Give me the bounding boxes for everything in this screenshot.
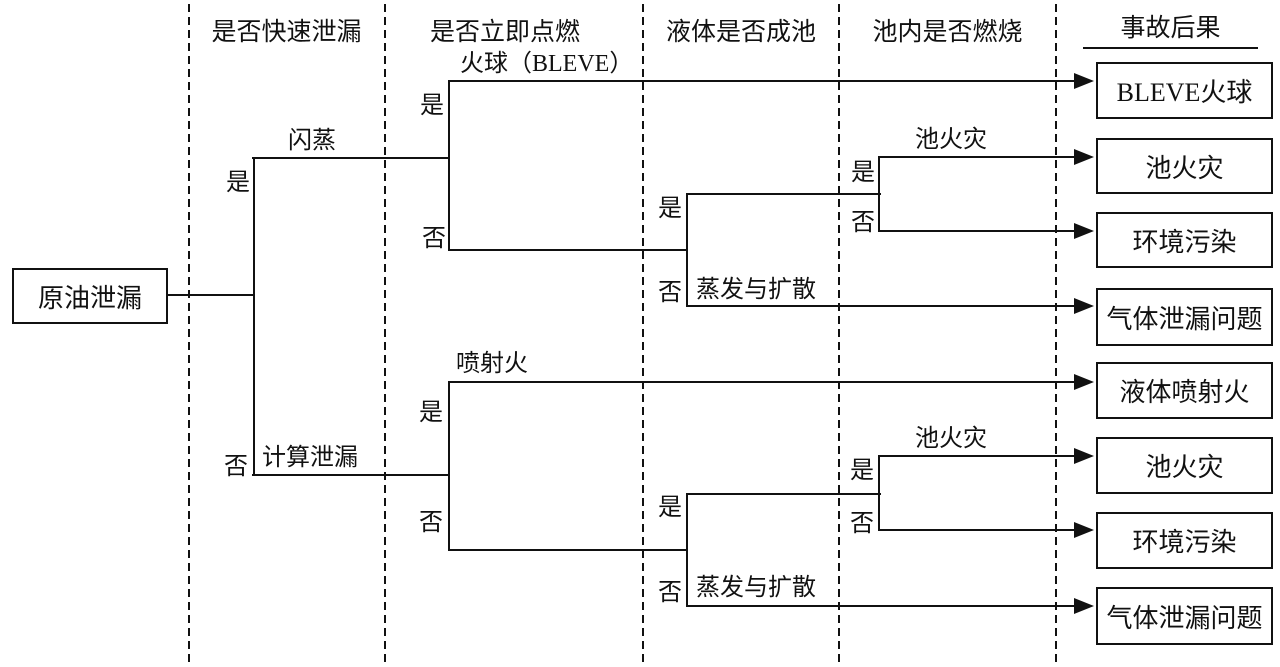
connector-lower-environment-arrow-line	[878, 529, 1078, 531]
outcome-box-bleve-fireball: BLEVE火球	[1096, 62, 1273, 119]
connector-lower-pool-yes	[686, 493, 881, 495]
no-label-lower-burn: 否	[850, 511, 874, 537]
connector-lower-evaporation-arrow-line	[686, 605, 1078, 607]
yes-label-lower-pool: 是	[658, 495, 682, 521]
yes-label-lower-ignite: 是	[419, 400, 443, 426]
connector-upper-evaporation-arrow-line	[686, 305, 1078, 307]
branch-lower-burn-vertical	[878, 455, 880, 531]
yes-label-lower-burn: 是	[850, 458, 874, 484]
outcome-box-gas-leak-upper: 气体泄漏问题	[1096, 288, 1273, 346]
outcome-box-environment-upper: 环境污染	[1096, 212, 1273, 268]
column-divider-3	[642, 4, 644, 663]
outcome-box-liquid-jet-fire: 液体喷射火	[1096, 362, 1273, 419]
connector-lower-ignite-no	[448, 549, 688, 551]
connector-upper-ignite-no	[448, 249, 688, 251]
no-label-upper-burn: 否	[851, 210, 875, 236]
arrowhead-lower-gasleak	[1074, 598, 1094, 614]
column-divider-4	[838, 4, 840, 663]
column-header-immediate-ignition: 是否立即点燃	[429, 19, 580, 46]
arrowhead-upper-gasleak	[1074, 298, 1094, 314]
branch-label-calculated-leak: 计算泄漏	[262, 445, 358, 471]
column-header-rapid-leak: 是否快速泄漏	[211, 19, 362, 46]
connector-upper-environment-arrow-line	[878, 230, 1078, 232]
branch-lower-ignite-vertical	[448, 381, 450, 551]
connector-bleve-arrow-line	[448, 80, 1078, 82]
column-header-accident-consequence: 事故后果	[1083, 14, 1258, 49]
branch-label-evaporation-upper: 蒸发与扩散	[696, 277, 816, 303]
connector-flash-yes	[252, 157, 450, 159]
branch-label-pool-fire-lower: 池火灾	[915, 426, 987, 452]
outcome-box-pool-fire-upper: 池火灾	[1096, 138, 1273, 194]
root-event-box: 原油泄漏	[12, 268, 168, 324]
branch-root-vertical	[253, 157, 255, 476]
outcome-box-environment-lower: 环境污染	[1096, 512, 1273, 569]
no-label-upper-ignite: 否	[422, 226, 446, 252]
branch-label-jet-fire: 喷射火	[456, 351, 528, 377]
no-label-lower-pool: 否	[658, 580, 682, 606]
connector-lower-poolfire-arrow-line	[878, 455, 1078, 457]
column-header-pool-burning: 池内是否燃烧	[872, 19, 1023, 46]
no-label-upper-pool: 否	[658, 280, 682, 306]
column-divider-2	[384, 4, 386, 663]
arrowhead-jetfire	[1074, 374, 1094, 390]
branch-label-fireball-bleve: 火球（BLEVE）	[460, 51, 634, 77]
column-divider-5	[1055, 4, 1057, 663]
arrowhead-upper-environment	[1074, 223, 1094, 239]
arrowhead-upper-poolfire	[1074, 149, 1094, 165]
connector-calculated-leak-no	[252, 474, 450, 476]
branch-label-flash: 闪蒸	[288, 128, 336, 154]
column-divider-1	[188, 4, 190, 663]
arrowhead-lower-environment	[1074, 522, 1094, 538]
outcome-box-pool-fire-lower: 池火灾	[1096, 437, 1273, 494]
connector-root	[168, 294, 254, 296]
connector-upper-poolfire-arrow-line	[878, 156, 1078, 158]
branch-upper-burn-vertical	[878, 156, 880, 232]
branch-upper-ignite-vertical	[448, 80, 450, 251]
connector-jetfire-arrow-line	[448, 381, 1078, 383]
arrowhead-lower-poolfire	[1074, 448, 1094, 464]
branch-lower-pool-vertical	[686, 493, 688, 607]
branch-label-evaporation-lower: 蒸发与扩散	[696, 575, 816, 601]
no-label-lower-ignite: 否	[419, 510, 443, 536]
no-label-root: 否	[224, 454, 248, 480]
yes-label-upper-ignite: 是	[420, 93, 444, 119]
yes-label-upper-pool: 是	[658, 196, 682, 222]
arrowhead-bleve	[1074, 73, 1094, 89]
yes-label-root: 是	[226, 170, 250, 196]
yes-label-upper-burn: 是	[851, 160, 875, 186]
connector-upper-pool-yes	[686, 193, 881, 195]
outcome-box-gas-leak-lower: 气体泄漏问题	[1096, 587, 1273, 645]
column-header-liquid-pool: 液体是否成池	[665, 19, 816, 46]
branch-upper-pool-vertical	[686, 193, 688, 307]
branch-label-pool-fire-upper: 池火灾	[915, 127, 987, 153]
